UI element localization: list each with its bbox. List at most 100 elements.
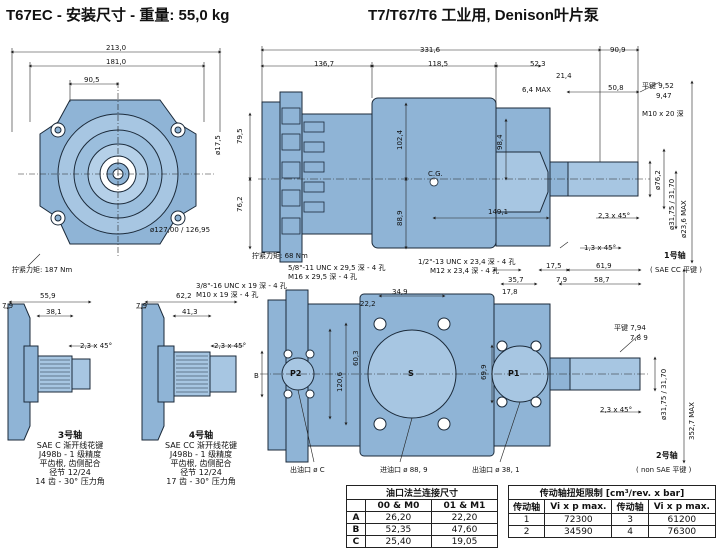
bottom-dim-5: 58,7 xyxy=(594,276,610,284)
side-dim-h-lower: 76,2 xyxy=(236,196,244,212)
thread-right-2: M12 x 23,4 深 - 4 孔 xyxy=(430,267,500,275)
bottom-dim-7: 34,9 xyxy=(392,288,408,296)
technical-drawing xyxy=(4,46,694,464)
side-dim-cg-offset: 149,1 xyxy=(488,208,509,216)
shaft4-dim-chamfer: 2,3 x 45° xyxy=(214,342,247,350)
side-key-note-2: 9,47 xyxy=(656,92,672,100)
torque-header-3: Vi x p max. xyxy=(647,499,717,514)
side-dim-key-len: 50,8 xyxy=(608,84,624,92)
shaft4-dim-b: 62,2 xyxy=(176,292,192,300)
side-dim-c: 52,3 xyxy=(530,60,546,68)
table-cell: 26,20 xyxy=(364,511,432,524)
bottom-max-len: 352,7 MAX xyxy=(688,402,696,440)
table-cell: 25,40 xyxy=(364,535,432,548)
bottom-dim-8: 22,2 xyxy=(360,300,376,308)
table-cell: 2 xyxy=(507,525,546,538)
bottom-dim-6: 7,9 xyxy=(556,276,568,284)
shaft3-dim-chamfer: 2,3 x 45° xyxy=(80,342,113,350)
table-cell: 52,35 xyxy=(364,523,432,536)
table-cell: C xyxy=(346,535,366,548)
side-dim-shaft-len: 90,9 xyxy=(610,46,626,54)
side-key-note-1: 平键 9,52 xyxy=(642,82,674,90)
shaft-3-caption-1: SAE C 渐开线花键 xyxy=(36,441,104,450)
table-cell: 76300 xyxy=(647,525,717,538)
shaft-1-sub: ( SAE CC 平键 ) xyxy=(650,266,702,274)
table-cell: 34590 xyxy=(544,525,613,538)
bottom-dim-4: 61,9 xyxy=(596,262,612,270)
outlet-1-label: 出油口 ø 38, 1 xyxy=(472,466,520,474)
shaft-3-view xyxy=(7,303,91,441)
shaft4-dim-a: 7,9 xyxy=(136,302,148,310)
port-p1-label: P1 xyxy=(508,369,520,378)
shaft-3-caption: 3号轴 SAE C 渐开线花键 J498b - 1 级精度 平齿根, 齿侧配合 … xyxy=(18,431,122,487)
side-dim-h-body-lower: 88,9 xyxy=(396,210,404,226)
shaft-3-caption-5: 14 齿 - 30° 压力角 xyxy=(35,477,105,486)
bottom-key-note-1: 平键 7,94 xyxy=(614,324,646,332)
side-torque-note: 拧紧力矩: 68 Nm xyxy=(252,252,308,260)
flange-header-1: 00 & M0 xyxy=(364,499,432,512)
table-row: C 25,40 19,05 xyxy=(346,535,499,548)
table-cell: 72300 xyxy=(544,513,613,526)
table-row: 1 72300 3 61200 xyxy=(507,513,717,526)
shaft-4-view xyxy=(141,303,237,441)
bottom-dim-1: 17,8 xyxy=(502,288,518,296)
shaft-3-title: 3号轴 xyxy=(57,431,83,441)
bottom-dim-11: 120,6 xyxy=(336,371,344,392)
thread-mid-1: 5/8"-11 UNC x 29,5 深 - 4 孔 xyxy=(288,264,386,272)
table-cell: 4 xyxy=(611,525,649,538)
table-cell: B xyxy=(346,523,366,536)
outlet-c-label: 出油口 ø C xyxy=(290,466,325,474)
shaft3-dim-c: 38,1 xyxy=(46,308,62,316)
side-dim-h-body-upper: 102,4 xyxy=(396,129,404,150)
table-cell: 1 xyxy=(507,513,546,526)
bottom-key-note-2: 7,8 9 xyxy=(630,334,648,342)
side-shaft-dia-3: ø23,6 MAX xyxy=(680,200,688,238)
bottom-dim-chamfer: 2,3 x 45° xyxy=(600,406,633,414)
table-cell: A xyxy=(346,511,366,524)
shaft4-dim-c: 41,3 xyxy=(182,308,198,316)
side-dim-d: 21,4 xyxy=(556,72,572,80)
front-torque-note: 拧紧力矩: 187 Nm xyxy=(12,266,73,274)
shaft-4-caption: 4号轴 SAE CC 渐开线花键 J498b - 1 级精度 平齿根, 齿侧配合… xyxy=(146,431,256,487)
bottom-dim-3: 17,5 xyxy=(546,262,562,270)
side-dim-chamfer-a: 2,3 x 45° xyxy=(598,212,631,220)
thread-mid-2: M16 x 29,5 深 - 4 孔 xyxy=(288,273,358,281)
inlet-label: 进油口 ø 88, 9 xyxy=(380,466,428,474)
shaft-4-caption-2: J498b - 1 级精度 xyxy=(169,450,233,459)
shaft-4-caption-1: SAE CC 渐开线花键 xyxy=(164,441,237,450)
side-dim-b: 118,5 xyxy=(428,60,449,68)
table-cell: 19,05 xyxy=(430,535,499,548)
side-cg-label: C.G. xyxy=(428,170,443,178)
side-dim-chamfer-b: 1,3 x 45° xyxy=(584,244,617,252)
port-p2-label: P2 xyxy=(290,369,302,378)
side-dim-max: 6,4 MAX xyxy=(522,86,551,94)
flange-header-2: 01 & M1 xyxy=(430,499,499,512)
shaft-4-caption-4: 径节 12/24 xyxy=(180,468,222,477)
bottom-dim-B: B xyxy=(254,372,259,380)
shaft3-dim-a: 7,9 xyxy=(2,302,14,310)
side-key-note-3: M10 x 20 深 xyxy=(642,110,684,118)
bottom-dim-2: 35,7 xyxy=(508,276,524,284)
table-row: 2 34590 4 76300 xyxy=(507,525,717,538)
torque-header-0: 传动轴 xyxy=(507,499,546,514)
torque-header-1: Vi x p max. xyxy=(544,499,613,514)
shaft-3-caption-3: 平齿根, 齿侧配合 xyxy=(39,459,101,468)
table-cell: 22,20 xyxy=(430,511,499,524)
flange-dimension-table: 油口法兰连接尺寸 00 & M0 01 & M1 A 26,20 22,20 B… xyxy=(346,485,499,548)
bottom-dim-10: 60,3 xyxy=(352,350,360,366)
shaft-1-label: 1号轴 xyxy=(664,251,686,260)
side-dim-overall: 331,6 xyxy=(420,46,441,54)
table-cell: 61200 xyxy=(647,513,717,526)
table-cell: 3 xyxy=(611,513,649,526)
front-dim-pilot: ø127,00 / 126,95 xyxy=(150,226,211,234)
table-row: A 26,20 22,20 xyxy=(346,511,499,524)
table-cell: 47,60 xyxy=(430,523,499,536)
front-dim-half: 90,5 xyxy=(84,76,100,84)
side-dim-a: 136,7 xyxy=(314,60,335,68)
thread-left-1: 3/8"-16 UNC x 19 深 - 4 孔 xyxy=(196,282,287,290)
shaft-4-title: 4号轴 xyxy=(188,431,214,441)
bottom-view xyxy=(267,289,641,463)
port-s-label: S xyxy=(408,369,414,378)
side-dim-h-port: 98,4 xyxy=(496,134,504,150)
shaft-3-caption-4: 径节 12/24 xyxy=(49,468,91,477)
